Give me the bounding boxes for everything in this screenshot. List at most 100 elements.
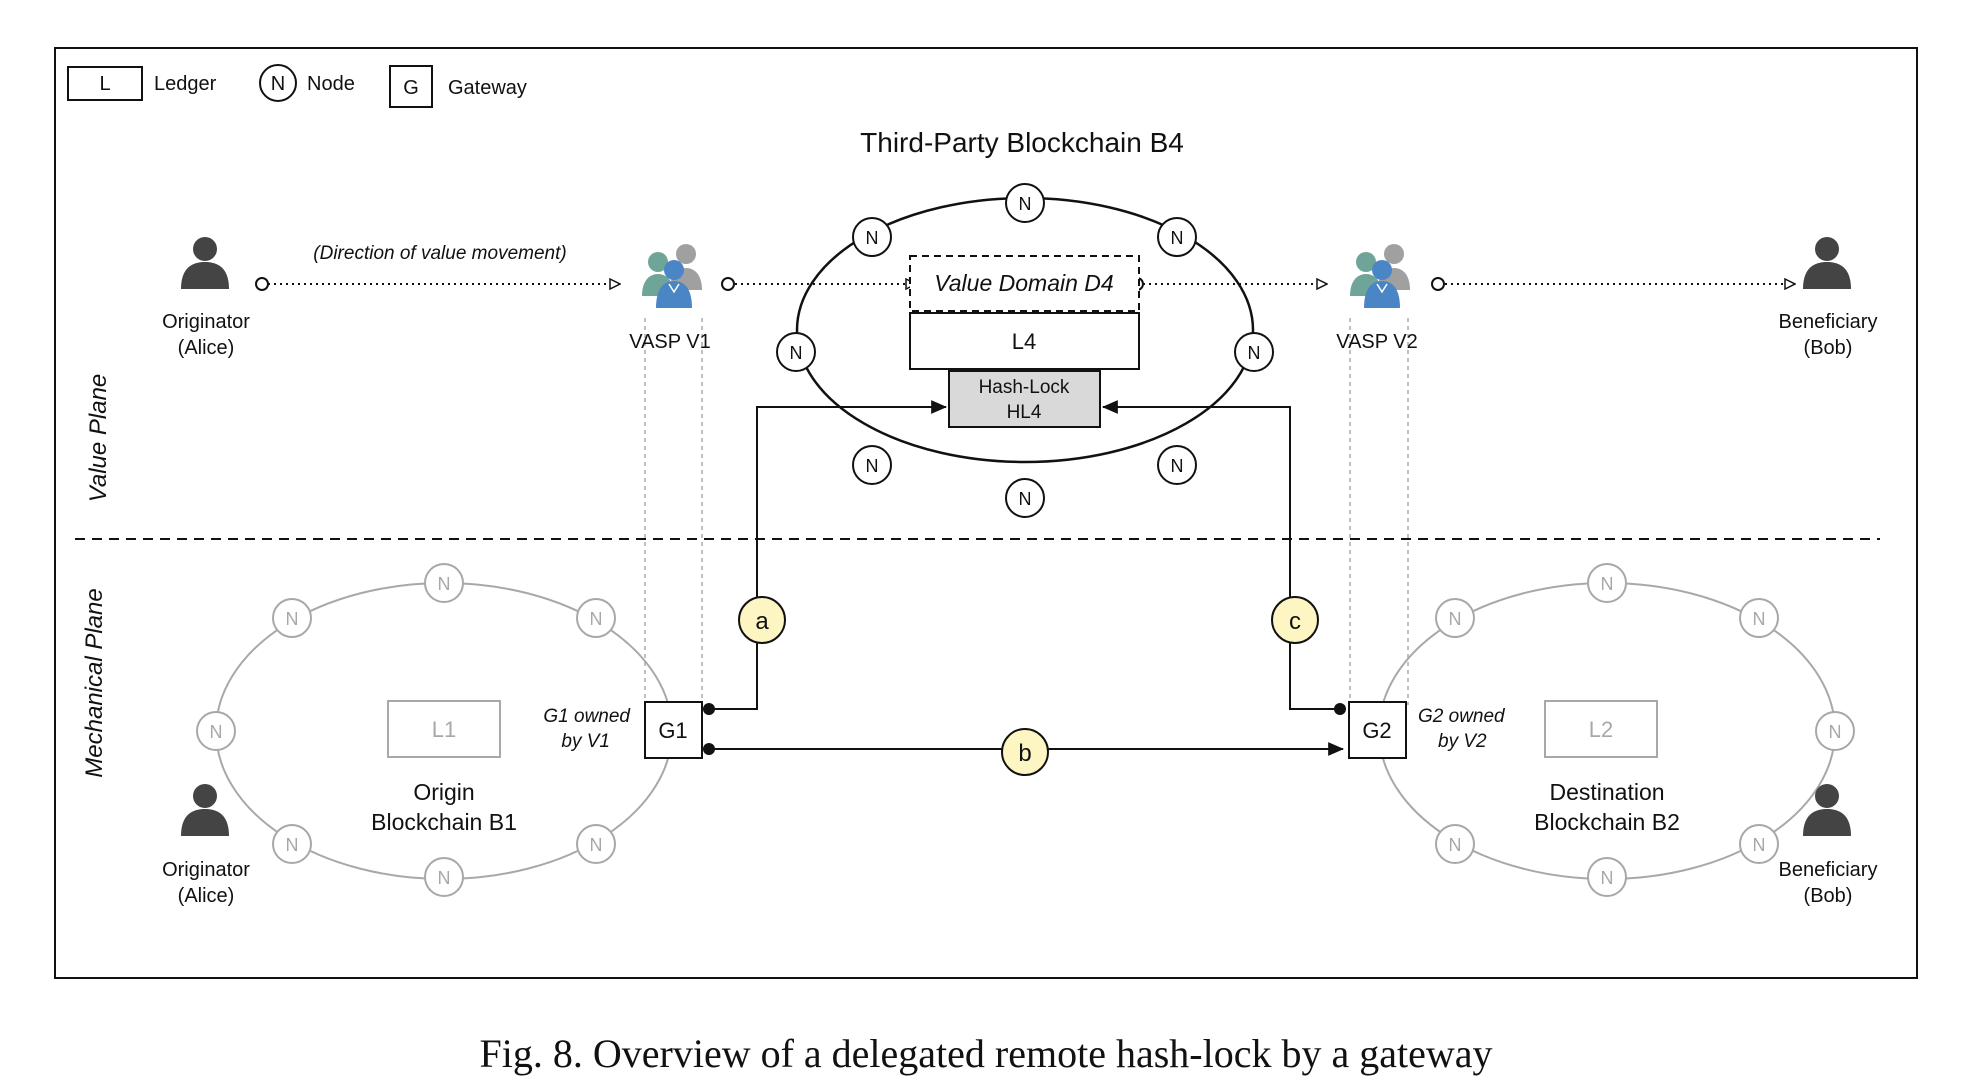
b1-node-4: [196, 711, 236, 751]
flow-badge-b: [1001, 728, 1049, 776]
b2-node-3: [1739, 598, 1779, 638]
mechanical-plane-label: Mechanical Plane: [81, 588, 108, 777]
legend-gateway-symbol: [389, 65, 433, 108]
beneficiary-top-line1: Beneficiary: [1779, 311, 1878, 333]
flow-badge-c: [1271, 596, 1319, 644]
legend-ledger-symbol: [67, 66, 143, 101]
b1-node-6: [576, 824, 616, 864]
dest-chain-line1: Destination: [1549, 779, 1664, 805]
ledger-l4-box: [909, 312, 1140, 370]
b1-node-2: [272, 598, 312, 638]
b1-node-4-label: N: [210, 722, 223, 742]
originator-avatar-top: [181, 237, 229, 289]
b2-node-2: [1435, 598, 1475, 638]
b4-node-7-label: N: [1171, 456, 1184, 476]
figure-caption: Fig. 8. Overview of a delegated remote h…: [479, 1031, 1493, 1076]
blockchain-b1-nodes: N N N N N N N: [196, 563, 616, 897]
dest-chain-line2: Blockchain B2: [1534, 809, 1680, 835]
b2-node-6: [1739, 824, 1779, 864]
gateway-g2-label: G2: [1362, 718, 1391, 743]
flow-badge-b-label: b: [1018, 740, 1031, 767]
hash-lock-line2: HL4: [1007, 402, 1042, 423]
vasp-v1-icon: [641, 243, 703, 309]
b4-node-4: [776, 332, 816, 372]
b1-node-3-label: N: [590, 609, 603, 629]
legend-node-label: Node: [307, 73, 355, 95]
legend-node-symbol: [259, 64, 297, 102]
b1-node-6-label: N: [590, 835, 603, 855]
b2-node-5: [1435, 824, 1475, 864]
b1-node-1-label: N: [438, 574, 451, 594]
g1-owner-line2: by V1: [561, 731, 610, 752]
b1-node-2-label: N: [286, 609, 299, 629]
vasp-gateway-links: [644, 318, 1409, 715]
b4-node-2: [852, 217, 892, 257]
b4-node-1-label: N: [1019, 194, 1032, 214]
b2-node-4-label: N: [1829, 722, 1842, 742]
b2-node-7: [1587, 857, 1627, 897]
beneficiary-avatar-top: [1803, 237, 1851, 289]
b2-node-7-label: N: [1601, 868, 1614, 888]
value-domain-label: Value Domain D4: [934, 270, 1113, 296]
legend-node-symbol-text: N: [271, 73, 285, 95]
b4-node-3-label: N: [1171, 228, 1184, 248]
b4-node-8: [1005, 478, 1045, 518]
gateway-g1-label: G1: [658, 718, 687, 743]
flow-badge-c-label: c: [1289, 608, 1301, 635]
ledger-l2-label: L2: [1589, 717, 1613, 742]
b2-node-4: [1815, 711, 1855, 751]
b2-node-5-label: N: [1449, 835, 1462, 855]
blockchain-b4-nodes: N N N N N N N N: [776, 183, 1274, 518]
b4-node-1: [1005, 183, 1045, 223]
outer-frame: [54, 47, 1918, 979]
blockchain-b2-nodes: N N N N N N N: [1435, 563, 1855, 897]
g2-owner-line1: G2 owned: [1418, 706, 1506, 727]
third-party-title: Third-Party Blockchain B4: [860, 127, 1184, 158]
ledger-l1-box: [387, 700, 501, 758]
origin-chain-line1: Origin: [413, 779, 474, 805]
b4-node-2-label: N: [866, 228, 879, 248]
gateway-g2: [1348, 701, 1407, 759]
originator-bottom-line2: (Alice): [178, 885, 235, 907]
b1-node-5: [272, 824, 312, 864]
g2-owner-line2: by V2: [1438, 731, 1487, 752]
legend-ledger-label: Ledger: [154, 73, 217, 95]
flow-lines: [707, 400, 1345, 756]
legend-ledger-symbol-text: L: [99, 73, 110, 95]
originator-top-line2: (Alice): [178, 337, 235, 359]
b4-node-6-label: N: [866, 456, 879, 476]
b2-node-6-label: N: [1753, 835, 1766, 855]
b4-node-3: [1157, 217, 1197, 257]
b2-node-3-label: N: [1753, 609, 1766, 629]
direction-label: (Direction of value movement): [313, 243, 566, 264]
flow-badge-a-label: a: [755, 608, 769, 635]
originator-avatar-bottom: [181, 784, 229, 836]
beneficiary-top-line2: (Bob): [1804, 337, 1853, 359]
b4-node-7: [1157, 445, 1197, 485]
originator-bottom-line1: Originator: [162, 859, 250, 881]
b1-node-7: [424, 857, 464, 897]
origin-chain-line2: Blockchain B1: [371, 809, 517, 835]
beneficiary-bottom-line1: Beneficiary: [1779, 859, 1878, 881]
b1-node-5-label: N: [286, 835, 299, 855]
legend: L Ledger N Node G Gateway: [67, 64, 527, 108]
hash-lock-line1: Hash-Lock: [979, 377, 1070, 398]
b4-node-5-label: N: [1248, 343, 1261, 363]
b1-node-7-label: N: [438, 868, 451, 888]
b4-node-4-label: N: [790, 343, 803, 363]
b4-node-6: [852, 445, 892, 485]
b4-node-5: [1234, 332, 1274, 372]
b2-node-2-label: N: [1449, 609, 1462, 629]
vasp-v2-icon: [1349, 243, 1411, 309]
b2-node-1: [1587, 563, 1627, 603]
beneficiary-avatar-bottom: [1803, 784, 1851, 836]
beneficiary-bottom-line2: (Bob): [1804, 885, 1853, 907]
flow-badge-a: [738, 596, 786, 644]
b2-node-1-label: N: [1601, 574, 1614, 594]
ledger-l1-label: L1: [432, 717, 456, 742]
legend-gateway-label: Gateway: [448, 77, 527, 99]
b4-node-8-label: N: [1019, 489, 1032, 509]
gateway-g1: [644, 701, 703, 759]
g1-owner-line1: G1 owned: [543, 706, 631, 727]
